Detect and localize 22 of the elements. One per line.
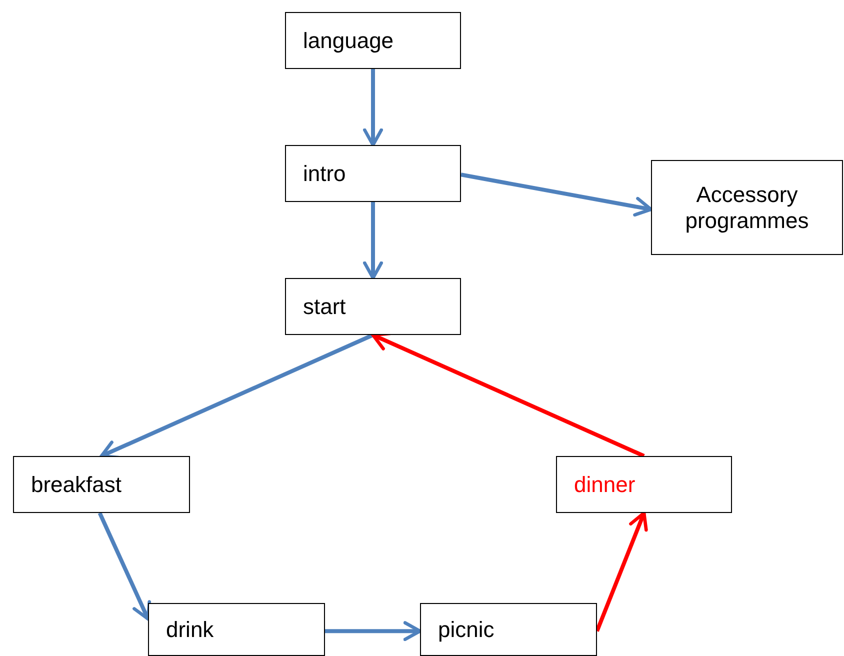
node-label: picnic	[438, 616, 494, 642]
node-label: language	[303, 28, 394, 54]
arrow	[363, 202, 383, 280]
arrow	[595, 511, 648, 632]
process-box	[285, 278, 461, 335]
arrow	[98, 512, 152, 621]
node-label: start	[303, 294, 346, 320]
node-label: intro	[303, 160, 346, 186]
node-label: drink	[166, 616, 214, 642]
node-label: Accessory programmes	[684, 182, 810, 234]
process-box	[651, 160, 843, 255]
process-box	[285, 145, 461, 202]
process-box	[285, 12, 461, 69]
process-box	[556, 456, 732, 513]
process-box	[148, 603, 325, 656]
node-label: dinner	[574, 472, 636, 498]
node-label: breakfast	[31, 472, 122, 498]
arrow	[325, 621, 422, 642]
process-box	[13, 456, 190, 513]
process-box	[420, 603, 597, 656]
arrow	[460, 172, 653, 217]
arrow	[363, 69, 383, 147]
